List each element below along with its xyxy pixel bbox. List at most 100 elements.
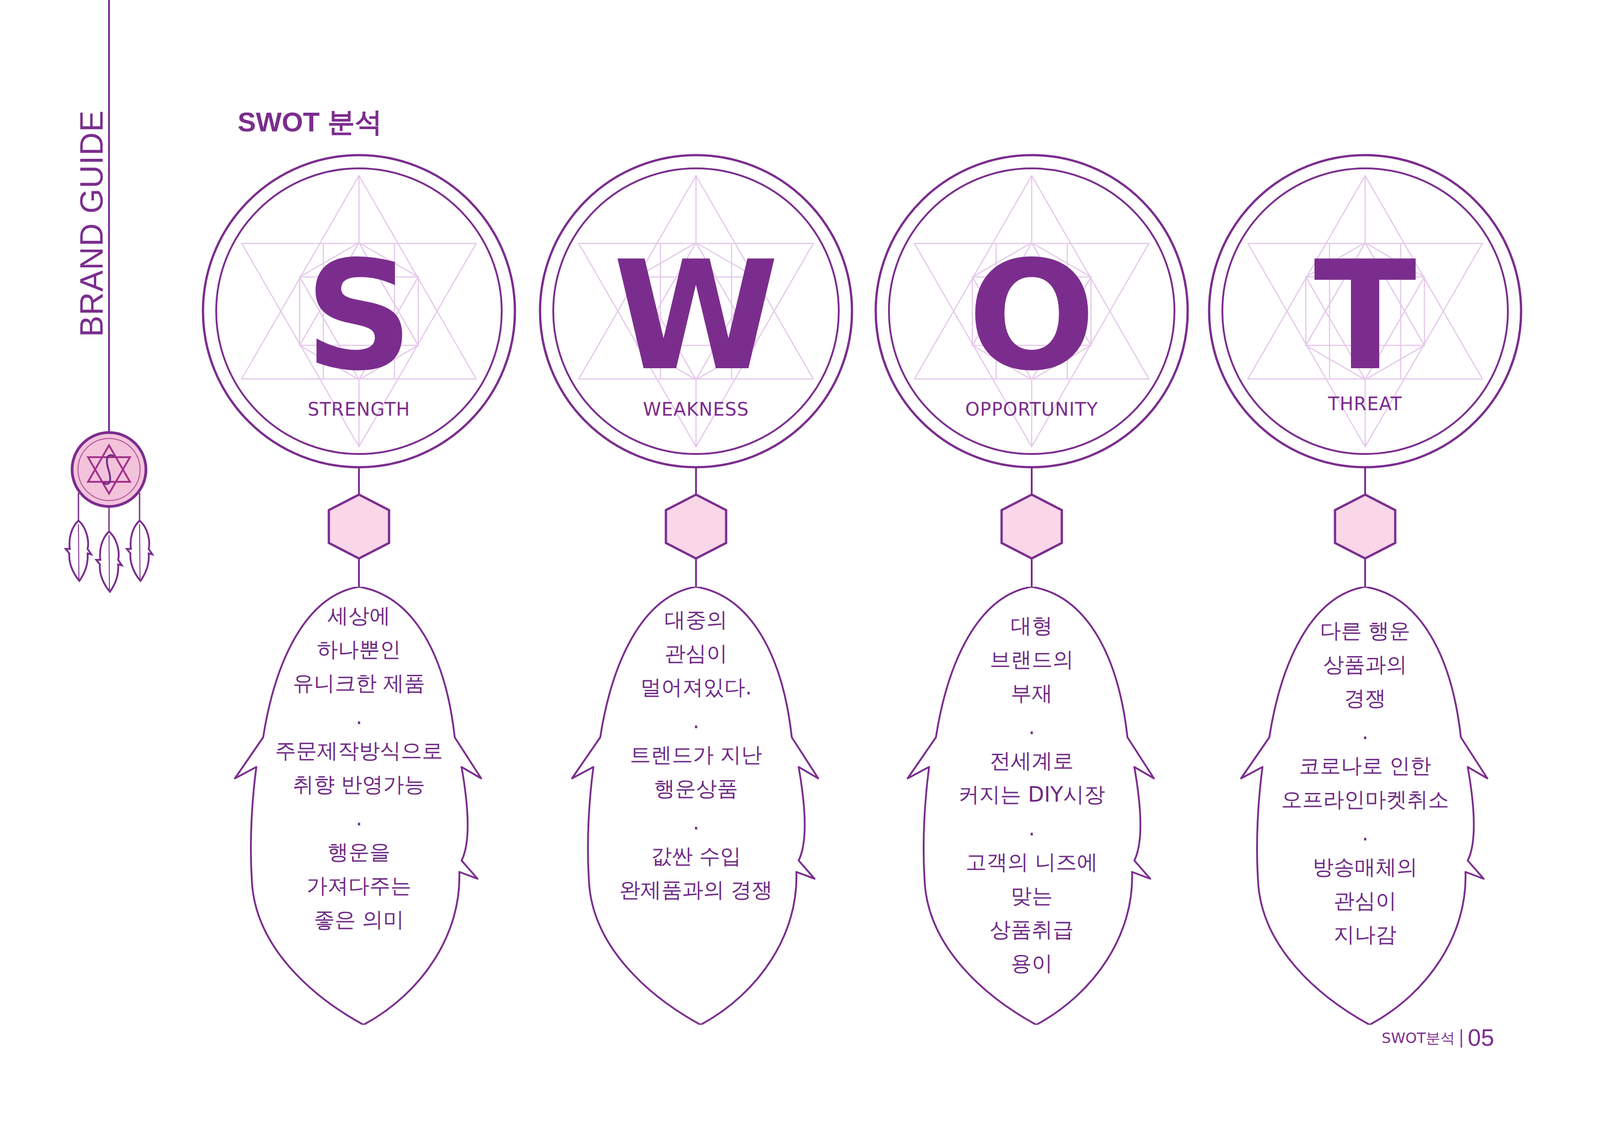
feather-box: 다른 행운 상품과의 경쟁.코로나로 인한 오프라인마켓취소.방송매체의 관심이…	[1237, 586, 1493, 1025]
logo-star	[88, 445, 130, 482]
text-line: 방송매체의	[1237, 849, 1493, 884]
feather-text-column: 대중의 관심이 멀어져있다..트렌드가 지난 행운상품.값싼 수입 완제품과의 …	[568, 586, 824, 907]
swot-caption: THREAT	[1205, 394, 1525, 413]
text-line: 좋은 의미	[231, 902, 487, 936]
swot-caption: OPPORTUNITY	[872, 400, 1192, 419]
feather-text: 고객의 니즈에 맞는 상품취급 용이	[903, 844, 1160, 980]
swot-caption: STRENGTH	[199, 400, 519, 419]
text-line: 다른 행운	[1237, 613, 1493, 648]
text-line: 관심이	[568, 636, 824, 671]
text-line: .	[903, 810, 1160, 845]
text-line: .	[568, 805, 824, 839]
text-line: 커지는 DIY시장	[903, 777, 1160, 811]
text-line: 브랜드의	[903, 642, 1160, 676]
footer-separator	[1460, 1028, 1463, 1048]
feather-text: 대중의 관심이 멀어져있다.	[568, 602, 824, 704]
text-line: 대형	[903, 608, 1160, 643]
logo-string	[77, 492, 80, 521]
separator-dot: .	[231, 699, 487, 734]
swot-letter: T	[1205, 240, 1525, 392]
swot-circle: T THREAT	[1205, 151, 1525, 471]
logo-dreamcatcher	[65, 432, 153, 592]
separator-dot: .	[1237, 714, 1493, 749]
swot-letter: S	[199, 240, 519, 392]
feather-text: 대형 브랜드의 부재	[903, 608, 1160, 710]
text-line: 고객의 니즈에	[903, 844, 1160, 879]
separator-dot: .	[903, 709, 1160, 744]
text-line: 유니크한 제품	[231, 665, 487, 700]
feather-box: 대중의 관심이 멀어져있다..트렌드가 지난 행운상품.값싼 수입 완제품과의 …	[568, 586, 824, 1025]
text-line: .	[231, 699, 487, 734]
text-line: 멀어져있다.	[568, 670, 824, 704]
feather-text: 다른 행운 상품과의 경쟁	[1237, 613, 1493, 715]
swot-circle: S STRENGTH	[199, 151, 519, 471]
feather-text: 세상에 하나뿐인 유니크한 제품	[231, 598, 487, 700]
text-line: 대중의	[568, 602, 824, 637]
feather-text: 주문제작방식으로 취향 반영가능	[231, 733, 487, 801]
text-line: 경쟁	[1237, 680, 1493, 715]
feather-text: 전세계로 커지는 DIY시장	[903, 743, 1160, 811]
logo-circle	[72, 432, 146, 507]
swot-letter: W	[536, 240, 856, 392]
separator-dot: .	[1237, 815, 1493, 850]
text-line: 세상에	[231, 598, 487, 633]
text-line: 전세계로	[903, 743, 1160, 778]
hexagon-bead	[328, 494, 390, 559]
text-line: 오프라인마켓취소	[1237, 782, 1493, 816]
page-number: 05	[1467, 1023, 1495, 1051]
hexagon-bead	[1001, 494, 1062, 559]
swot-caption: WEAKNESS	[536, 400, 856, 419]
text-line: 부재	[903, 675, 1160, 710]
text-line: 가져다주는	[231, 868, 487, 903]
logo-string	[108, 506, 110, 532]
text-line: 맞는	[903, 878, 1160, 913]
footer-section-name: SWOT분석	[1381, 1028, 1455, 1047]
text-line: 트렌드가 지난	[568, 737, 824, 772]
text-line: 행운상품	[568, 771, 824, 806]
text-line: .	[903, 709, 1160, 744]
separator-dot: .	[568, 703, 824, 738]
text-line: 상품취급	[903, 912, 1160, 946]
swot-circle: W WEAKNESS	[536, 151, 856, 471]
text-line: 지나감	[1237, 917, 1493, 951]
swot-circle: O OPPORTUNITY	[872, 151, 1192, 471]
feather-text: 값싼 수입 완제품과의 경쟁	[568, 838, 824, 907]
logo-string	[139, 492, 141, 521]
feather-text: 방송매체의 관심이 지나감	[1237, 849, 1493, 951]
feather-text: 트렌드가 지난 행운상품	[568, 737, 824, 806]
text-line: 하나뿐인	[231, 632, 487, 666]
feather-box: 세상에 하나뿐인 유니크한 제품.주문제작방식으로 취향 반영가능.행운을 가져…	[231, 586, 487, 1025]
text-line: .	[1237, 714, 1493, 749]
logo-feather	[126, 520, 153, 581]
feather-box: 대형 브랜드의 부재.전세계로 커지는 DIY시장.고객의 니즈에 맞는 상품취…	[903, 586, 1160, 1025]
feather-text-column: 다른 행운 상품과의 경쟁.코로나로 인한 오프라인마켓취소.방송매체의 관심이…	[1237, 586, 1493, 951]
hexagon-beads	[328, 494, 1396, 559]
text-line: 행운을	[231, 834, 487, 869]
text-line: 취향 반영가능	[231, 767, 487, 801]
separator-dot: .	[568, 805, 824, 839]
logo-feather	[96, 531, 122, 592]
feather-text-column: 세상에 하나뿐인 유니크한 제품.주문제작방식으로 취향 반영가능.행운을 가져…	[231, 586, 487, 936]
separator-dot: .	[231, 800, 487, 835]
brand-guide-text: BRAND GUIDE	[73, 109, 110, 337]
text-line: .	[568, 703, 824, 738]
feather-text-column: 대형 브랜드의 부재.전세계로 커지는 DIY시장.고객의 니즈에 맞는 상품취…	[903, 586, 1160, 980]
feather-text: 행운을 가져다주는 좋은 의미	[231, 834, 487, 936]
page-title: SWOT 분석	[237, 105, 383, 139]
logo-symbol	[103, 455, 115, 484]
feather-text: 코로나로 인한 오프라인마켓취소	[1237, 748, 1493, 816]
text-line: 코로나로 인한	[1237, 748, 1493, 783]
text-line: 용이	[903, 945, 1160, 980]
text-line: 완제품과의 경쟁	[568, 872, 824, 907]
hexagon-bead	[1335, 494, 1396, 559]
hexagon-bead	[665, 494, 727, 559]
text-line: 값싼 수입	[568, 838, 824, 873]
text-line: .	[231, 800, 487, 835]
text-line: 주문제작방식으로	[231, 733, 487, 768]
text-line: 상품과의	[1237, 647, 1493, 681]
logo-ring	[77, 438, 141, 501]
swot-letter: O	[872, 240, 1192, 392]
text-line: 관심이	[1237, 883, 1493, 918]
text-line: .	[1237, 815, 1493, 850]
